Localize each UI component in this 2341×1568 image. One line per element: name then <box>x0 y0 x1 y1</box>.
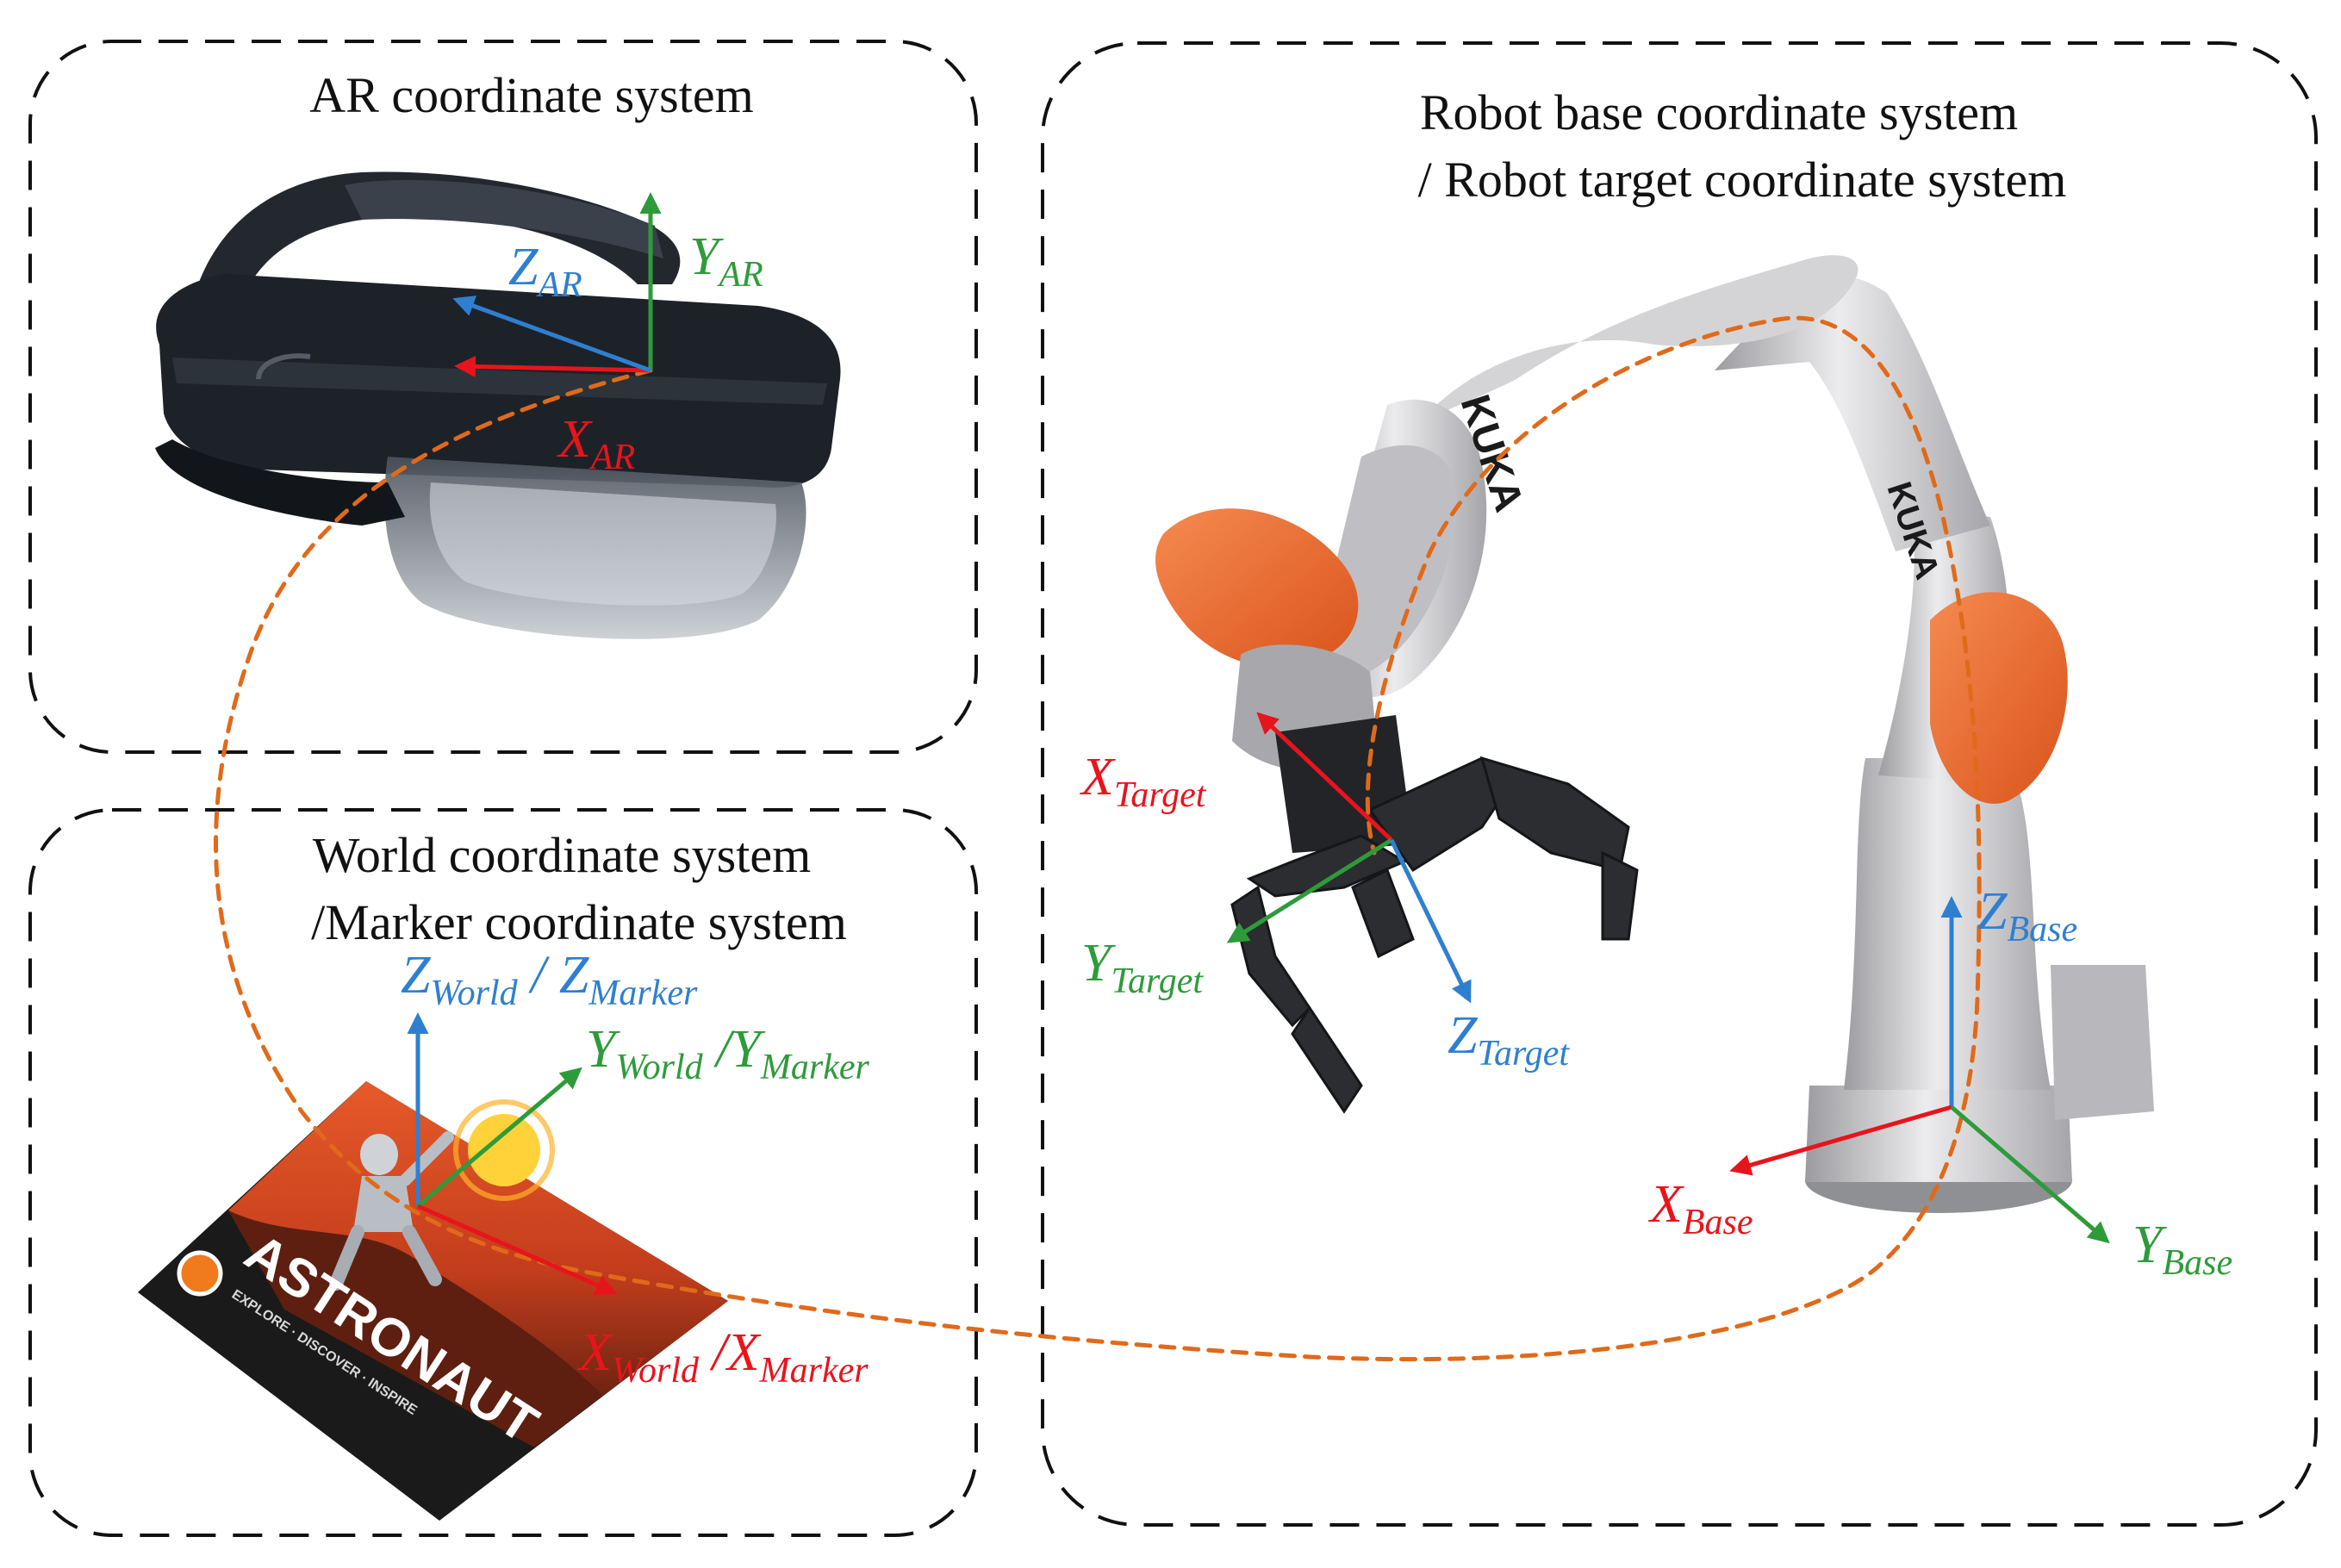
world-x-axis <box>416 1204 618 1296</box>
base-axes <box>1729 896 2110 1244</box>
robot-panel-title-line1: Robot base coordinate system <box>1420 84 2018 140</box>
ar-x-label: XAR <box>556 410 635 477</box>
poster-brand-badge <box>177 1250 223 1297</box>
ar-headset-illustration <box>155 171 841 639</box>
world-panel-title-line1: World coordinate system <box>313 827 811 883</box>
ar-z-axis <box>452 296 651 373</box>
poster-astronaut <box>329 1131 454 1291</box>
target-z-label: ZTarget <box>1448 1006 1570 1073</box>
world-z-label: ZWorld / ZMarker <box>401 946 698 1013</box>
world-panel-border <box>28 808 978 1537</box>
robot-gripper-illustration <box>1230 756 1639 1114</box>
world-y-label: YWorld /YMarker <box>586 1020 869 1087</box>
world-panel-title-line2: /Marker coordinate system <box>311 894 847 950</box>
ar-panel-title: AR coordinate system <box>309 67 753 123</box>
target-axes <box>1226 712 1472 1004</box>
base-y-axis <box>1950 1105 2110 1244</box>
base-x-label: XBase <box>1647 1175 1753 1242</box>
target-y-axis <box>1226 837 1393 943</box>
ar-x-axis <box>454 355 651 377</box>
base-x-axis <box>1729 1104 1952 1176</box>
poster-sun <box>468 1114 540 1186</box>
world-x-label: XWorld /XMarker <box>576 1323 869 1391</box>
ar-z-label: ZAR <box>508 238 582 305</box>
robot-panel-border <box>1041 41 2318 1527</box>
world-axes <box>407 1012 618 1296</box>
world-y-axis <box>416 1067 582 1208</box>
robot-panel-title-line2: / Robot target coordinate system <box>1418 152 2067 208</box>
base-y-label: YBase <box>2132 1216 2232 1283</box>
target-z-axis <box>1389 838 1472 1004</box>
ar-axes <box>452 192 662 377</box>
target-y-label: YTarget <box>1081 934 1204 1001</box>
ar-panel-border <box>28 40 978 754</box>
ar-y-label: YAR <box>689 227 763 295</box>
target-x-axis <box>1256 712 1393 842</box>
robot-arm-illustration: KUKA KUKA <box>1155 255 2154 1213</box>
marker-poster: ASTRONAUT EXPLORE · DISCOVER · INSPIRE <box>138 1081 728 1521</box>
transform-path <box>214 315 1982 1362</box>
base-z-label: ZBase <box>1977 882 2077 949</box>
target-x-label: XTarget <box>1079 748 1207 815</box>
